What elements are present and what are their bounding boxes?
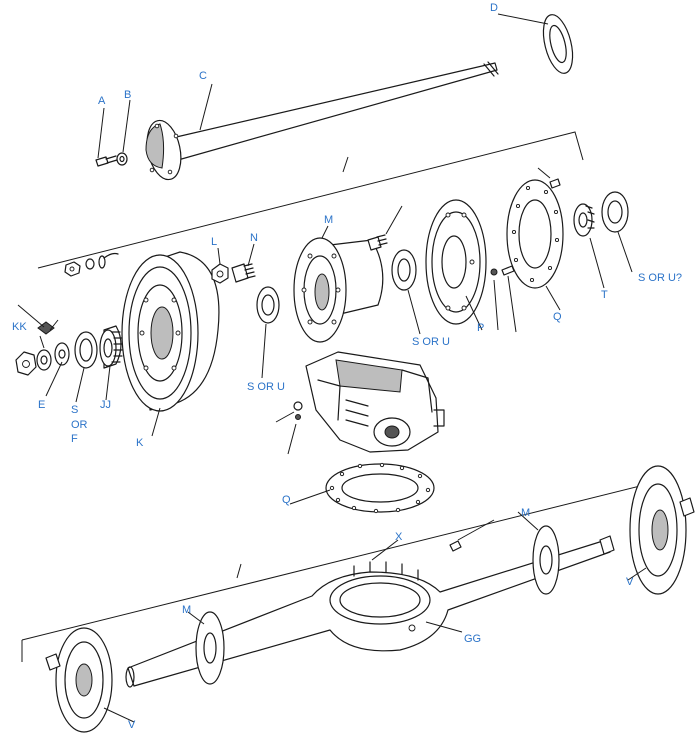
label-k: K (136, 437, 144, 449)
washers-e (36, 342, 70, 371)
small-nuts (64, 252, 119, 277)
seal-s-mid (256, 286, 280, 324)
gasket-d (542, 14, 574, 74)
axle-shaft (145, 61, 499, 181)
label-n: N (250, 232, 258, 244)
backing-plate-v-left (45, 627, 113, 733)
label-t: T (601, 289, 608, 301)
label-b: B (124, 89, 131, 101)
label-v-left: V (128, 719, 136, 731)
label-s-or-u-right: S OR U (412, 336, 450, 348)
plug-screw (367, 205, 403, 251)
label-gg: GG (464, 633, 481, 645)
label-kk: KK (12, 321, 27, 333)
label-s-or-f-line1: S (71, 404, 78, 416)
nut-l (211, 263, 229, 284)
label-s-or-f-line2: OR (71, 419, 88, 431)
seal-s-or-u (601, 191, 629, 233)
label-jj: JJ (100, 399, 111, 411)
small-bolt (490, 265, 515, 276)
label-e: E (38, 399, 45, 411)
nut-e (15, 351, 37, 376)
seal-s-right (391, 249, 417, 291)
flange-m-left (195, 611, 225, 685)
gasket-q-bottom (325, 462, 435, 514)
bearing-t (573, 203, 595, 237)
label-p: P (477, 322, 484, 334)
label-q-right: Q (553, 311, 562, 323)
differential-carrier (305, 351, 445, 453)
stud-n (231, 263, 256, 283)
label-c: C (199, 70, 207, 82)
backing-plate-v-right (629, 465, 695, 595)
label-m-top: M (324, 214, 333, 226)
breather-fitting (449, 519, 495, 552)
group-bracket-upper (37, 131, 584, 269)
gasket-q-right (506, 179, 564, 289)
label-x: X (395, 531, 403, 543)
brake-drum-k (121, 251, 220, 412)
hub-m (293, 237, 384, 343)
washer-b (116, 152, 128, 166)
backing-plate-p (425, 199, 487, 325)
flange-m-right (532, 525, 560, 595)
small-hardware-carrier (275, 401, 303, 455)
label-d: D (490, 2, 498, 14)
part-labels: A B C D KK E S OR F JJ K L N M S OR U S … (12, 2, 682, 731)
label-m-left: M (182, 604, 191, 616)
bolt-a (95, 155, 118, 167)
label-a: A (98, 95, 106, 107)
label-q-gasket: Q (282, 494, 291, 506)
seal-s-left (74, 331, 98, 369)
leader-lines (39, 13, 647, 723)
label-s-or-u-mid: S OR U (247, 381, 285, 393)
label-m-right: M (521, 507, 530, 519)
key-kk (17, 304, 55, 335)
label-s-or-f-line3: F (71, 433, 78, 445)
bearing-jj (99, 325, 123, 369)
label-l: L (211, 236, 217, 248)
bolt-top (537, 167, 561, 189)
axle-housing-gg (125, 535, 615, 688)
label-v-right: V (626, 576, 634, 588)
label-s-or-u-q: S OR U? (638, 272, 682, 284)
